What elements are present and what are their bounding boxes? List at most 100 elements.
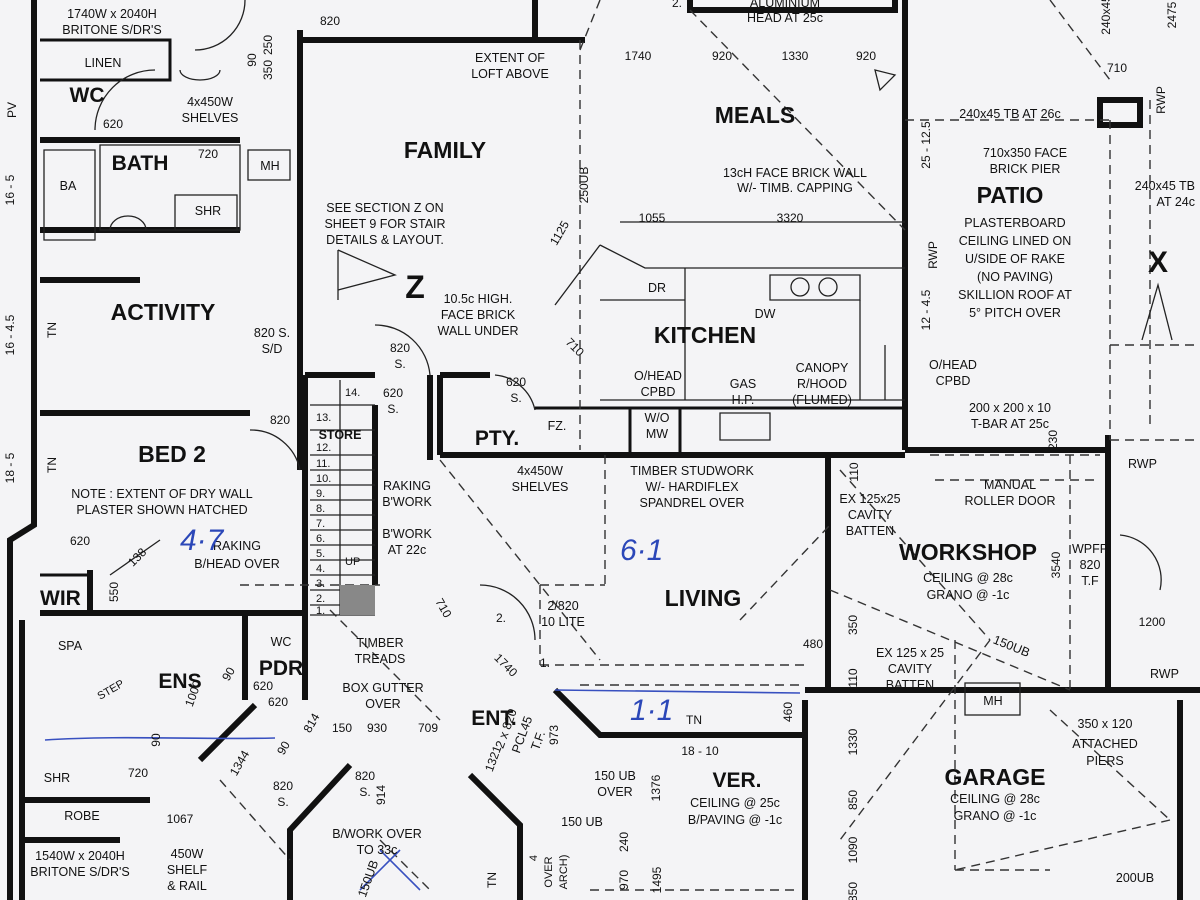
room-bed2: BED 2 (138, 441, 206, 467)
dim-850a: 850 (846, 790, 860, 810)
room-bath: BATH (112, 152, 169, 175)
step-10: 10. (316, 473, 331, 485)
note-rwp-3: RWP (1128, 457, 1157, 471)
note-bwork22: B'WORK (382, 527, 432, 541)
dim-820a: 820 (320, 14, 340, 28)
note-brickwall-2: W/- TIMB. CAPPING (737, 181, 853, 195)
room-wc: WC (70, 84, 105, 107)
dim-16-4-5: 16 - 4.5 (3, 314, 17, 355)
note-patio-5: SKILLION ROOF AT (958, 288, 1072, 302)
room-ver: VER. (712, 769, 761, 792)
step-13: 13. (316, 412, 331, 424)
note-facebrick-1: 10.5c HIGH. (444, 292, 513, 306)
note-batten-garage-2: CAVITY (888, 662, 933, 676)
step-12: 12. (316, 442, 331, 454)
dim-240x45: 240x45 (1099, 0, 1113, 35)
note-150ub-ver-2: OVER (597, 785, 632, 799)
room-linen: LINEN (85, 56, 122, 70)
label-wo: W/O (645, 411, 670, 425)
dim-1495: 1495 (650, 866, 664, 893)
dim-850b: 850 (846, 882, 860, 900)
dim-709: 709 (418, 721, 438, 735)
room-shr: SHR (195, 204, 221, 218)
note-tn-3: TN (686, 713, 702, 727)
room-wir: WIR (40, 587, 81, 610)
note-gutter-2: OVER (365, 697, 400, 711)
room-activity: ACTIVITY (111, 299, 216, 325)
note-tbar: 200 x 200 x 10 (969, 401, 1051, 415)
room-shr-ens: SHR (44, 771, 70, 785)
dim-s5: S. (359, 785, 370, 799)
note-garage-grano: GRANO @ -1c (954, 809, 1037, 823)
room-workshop: WORKSHOP (899, 539, 1037, 565)
note-150ub-ent: 150 UB (561, 815, 603, 829)
note-bwork-over-2: TO 33c (357, 843, 398, 857)
note-workshop-ceiling: CEILING @ 28c (923, 571, 1013, 585)
room-kitchen: KITCHEN (654, 322, 756, 348)
door-2-top: 2. (672, 0, 682, 10)
note-britone-top-2: BRITONE S/DR'S (62, 23, 161, 37)
note-patio-2: CEILING LINED ON (959, 234, 1072, 248)
dim-1200: 1200 (1139, 615, 1166, 629)
note-wpfp-2: 820 (1080, 558, 1101, 572)
dim-620e: 620 (253, 679, 273, 693)
note-wpfp: WPFP (1072, 542, 1108, 556)
dim-1376: 1376 (649, 774, 663, 801)
handwriting-1: 4·7 (180, 524, 225, 557)
note-britone-top: 1740W x 2040H (67, 7, 157, 21)
step-9: 9. (316, 488, 325, 500)
dim-110b: 110 (846, 668, 860, 687)
dim-138: 138 (125, 545, 149, 569)
dim-480: 480 (803, 637, 823, 651)
note-pcl-3: T.F. (528, 729, 548, 752)
handwriting-3: 1·1 (630, 694, 673, 727)
note-bwork-over: B/WORK OVER (332, 827, 422, 841)
note-150ub-bottom: 150UB (355, 858, 381, 899)
note-gas: GAS (730, 377, 756, 391)
note-shelves-pty-2: SHELVES (512, 480, 569, 494)
dim-18-10: 18 - 10 (681, 744, 719, 758)
note-batten-3: BATTEN (846, 524, 894, 538)
note-piers: 350 x 120 (1078, 717, 1133, 731)
note-tb24-2: AT 24c (1157, 195, 1195, 209)
dimension-labels: 820 90 250 350 620 720 1740 920 1330 920… (3, 0, 1179, 900)
handwriting-2: 6·1 (620, 534, 663, 567)
note-lite-2: 10 LITE (541, 615, 585, 629)
note-batten-garage-3: BATTEN (886, 678, 934, 692)
dim-720a: 720 (198, 147, 218, 161)
note-ohead-patio-2: CPBD (936, 374, 971, 388)
note-bwork22-2: AT 22c (388, 543, 426, 557)
dim-620a: 620 (103, 117, 123, 131)
stair-treads (310, 380, 375, 616)
note-roller: MANUAL (984, 478, 1036, 492)
room-mh: MH (260, 159, 279, 173)
note-shelves-wc: 4x450W (187, 95, 233, 109)
note-shelf-3: & RAIL (167, 879, 207, 893)
note-batten-garage: EX 125 x 25 (876, 646, 944, 660)
note-canopy-2: R/HOOD (797, 377, 847, 391)
note-ver-ceiling: CEILING @ 25c (690, 796, 780, 810)
step-2: 2. (316, 593, 325, 605)
note-stair-3: DETAILS & LAYOUT. (326, 233, 444, 247)
room-ba: BA (60, 179, 77, 193)
step-8: 8. (316, 503, 325, 515)
step-11: 11. (316, 458, 330, 470)
dim-920a: 920 (712, 49, 732, 63)
step-14: 14. (345, 387, 360, 399)
note-rwp-1: RWP (1154, 86, 1168, 114)
room-family: FAMILY (404, 137, 486, 163)
dim-230: 230 (1046, 430, 1060, 450)
label-up: UP (345, 556, 360, 568)
annotation-notes: 1740W x 2040H BRITONE S/DR'S 4x450W SHEL… (5, 0, 1195, 899)
note-raking-bwork-2: B'WORK (382, 495, 432, 509)
dim-710c: 710 (432, 596, 454, 621)
note-roller-2: ROLLER DOOR (965, 494, 1056, 508)
dim-1125: 1125 (547, 218, 572, 248)
note-stair-2: SHEET 9 FOR STAIR (324, 217, 445, 231)
room-pty: PTY. (475, 427, 519, 450)
note-batten: EX 125x25 (839, 492, 900, 506)
dim-820c: 820 (390, 341, 410, 355)
note-pier-2: BRICK PIER (990, 162, 1061, 176)
dim-1330a: 1330 (782, 49, 809, 63)
